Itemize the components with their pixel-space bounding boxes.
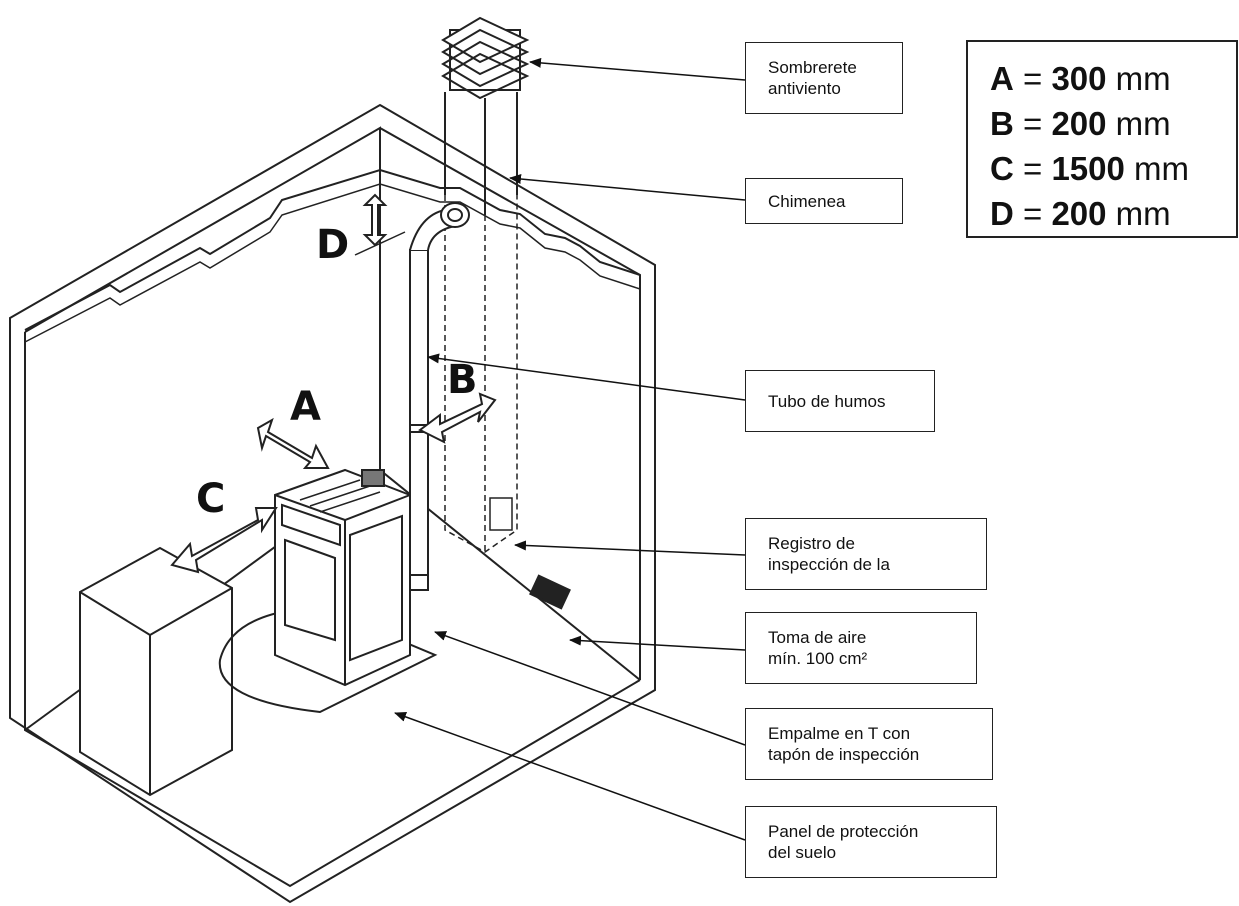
dimension-legend: A = 300 mm B = 200 mm C = 1500 mm D = 20… — [966, 40, 1238, 238]
callout-empalme: Empalme en T con tapón de inspección — [745, 708, 993, 780]
arrow-d — [362, 193, 388, 247]
callout-chimenea-text: Chimenea — [768, 191, 846, 211]
label-a: A — [290, 384, 321, 430]
legend-row-c: C = 1500 mm — [990, 150, 1190, 187]
legend-row-d: D = 200 mm — [990, 195, 1171, 232]
arrow-a — [256, 417, 330, 469]
leader-lines — [394, 57, 746, 841]
callout-sombrerete-text: Sombrerete antiviento — [768, 58, 857, 98]
floor-panel — [218, 594, 438, 714]
dimension-arrows — [170, 193, 497, 574]
legend-row-b: B = 200 mm — [990, 105, 1171, 142]
arrow-c — [170, 507, 278, 574]
callout-tubo-de-humos: Tubo de humos — [745, 370, 935, 432]
callout-empalme-text: Empalme en T con tapón de inspección — [768, 724, 920, 764]
chimney — [441, 16, 530, 553]
callout-panel: Panel de protección del suelo — [745, 806, 997, 878]
callout-sombrerete: Sombrerete antiviento — [745, 42, 903, 114]
callout-registro-text: Registro de inspección de la — [768, 534, 890, 574]
flue-pipe — [409, 202, 571, 610]
callout-tubo-text: Tubo de humos — [768, 391, 886, 411]
legend-row-a: A = 300 mm — [990, 60, 1171, 97]
label-b: B — [447, 357, 478, 403]
label-c: C — [196, 476, 225, 522]
label-d: D — [316, 222, 349, 268]
callout-registro: Registro de inspección de la — [745, 518, 987, 590]
callout-panel-text: Panel de protección del suelo — [768, 822, 919, 862]
callout-toma-de-aire: Toma de aire mín. 100 cm² — [745, 612, 977, 684]
furniture-box — [79, 546, 233, 797]
stove — [274, 468, 411, 687]
callout-toma-text: Toma de aire mín. 100 cm² — [768, 628, 868, 668]
callout-chimenea: Chimenea — [745, 178, 903, 224]
arrow-b — [418, 392, 497, 444]
